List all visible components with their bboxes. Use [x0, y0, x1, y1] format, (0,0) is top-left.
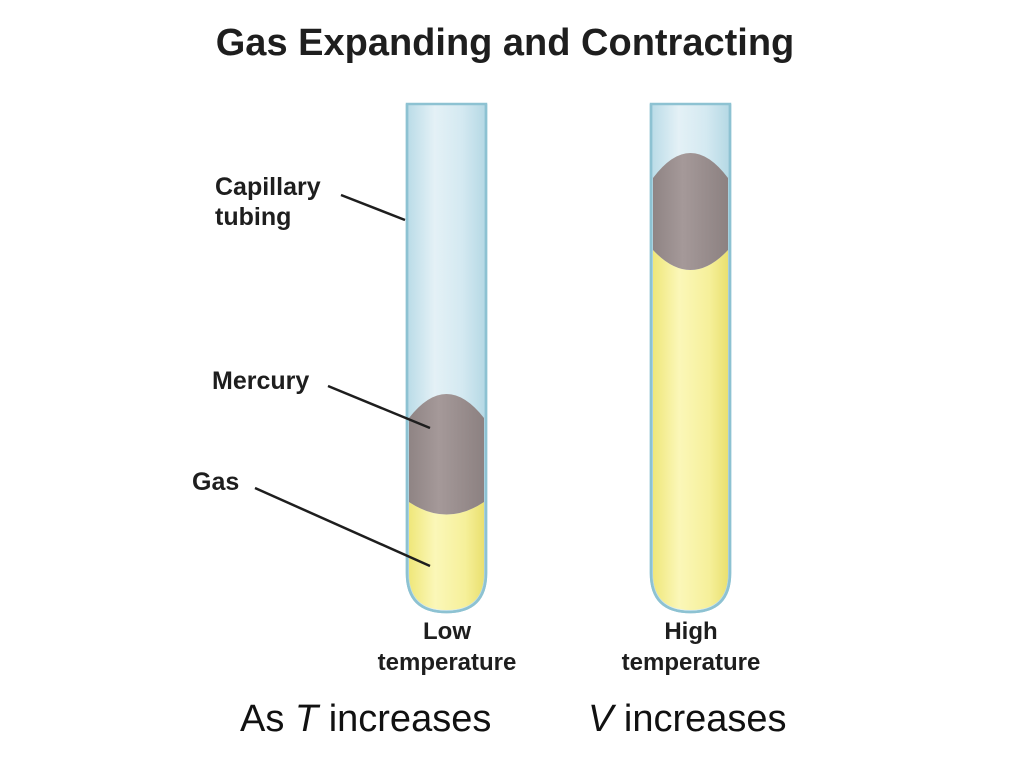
label-capillary-tubing: Capillary tubing — [215, 172, 321, 232]
caption-variable-v: V — [588, 698, 614, 740]
label-gas: Gas — [192, 468, 240, 496]
caption-t-increases: As T increases — [240, 698, 491, 741]
diagram-title: Gas Expanding and Contracting — [215, 22, 795, 64]
caption-high-line1: High — [664, 618, 718, 645]
tube-low-temperature — [405, 102, 488, 614]
caption-low-temperature: Low temperature — [337, 616, 557, 678]
caption-left-suffix: increases — [318, 698, 492, 740]
tube-high-temperature — [649, 102, 732, 614]
leader-line-gas — [254, 486, 431, 568]
caption-right-suffix: increases — [613, 698, 787, 740]
caption-variable-t: T — [294, 698, 319, 740]
leader-line-mercury — [327, 384, 431, 430]
mercury-plug — [653, 153, 728, 270]
gas-column — [653, 250, 728, 610]
caption-high-line2: temperature — [621, 649, 761, 676]
gas-column — [409, 502, 484, 610]
mercury-plug — [409, 394, 484, 515]
tube-outline — [405, 104, 488, 614]
caption-low-line1: Low — [423, 618, 471, 645]
caption-high-temperature: High temperature — [581, 616, 801, 678]
caption-low-line2: temperature — [377, 649, 517, 676]
leader-line-capillary — [340, 193, 406, 222]
label-mercury: Mercury — [212, 367, 310, 395]
caption-v-increases: V increases — [588, 698, 787, 741]
caption-as: As — [240, 698, 285, 740]
tube-outline — [649, 104, 732, 614]
label-capillary-line1: Capillary — [215, 173, 321, 201]
label-capillary-line2: tubing — [215, 203, 292, 231]
